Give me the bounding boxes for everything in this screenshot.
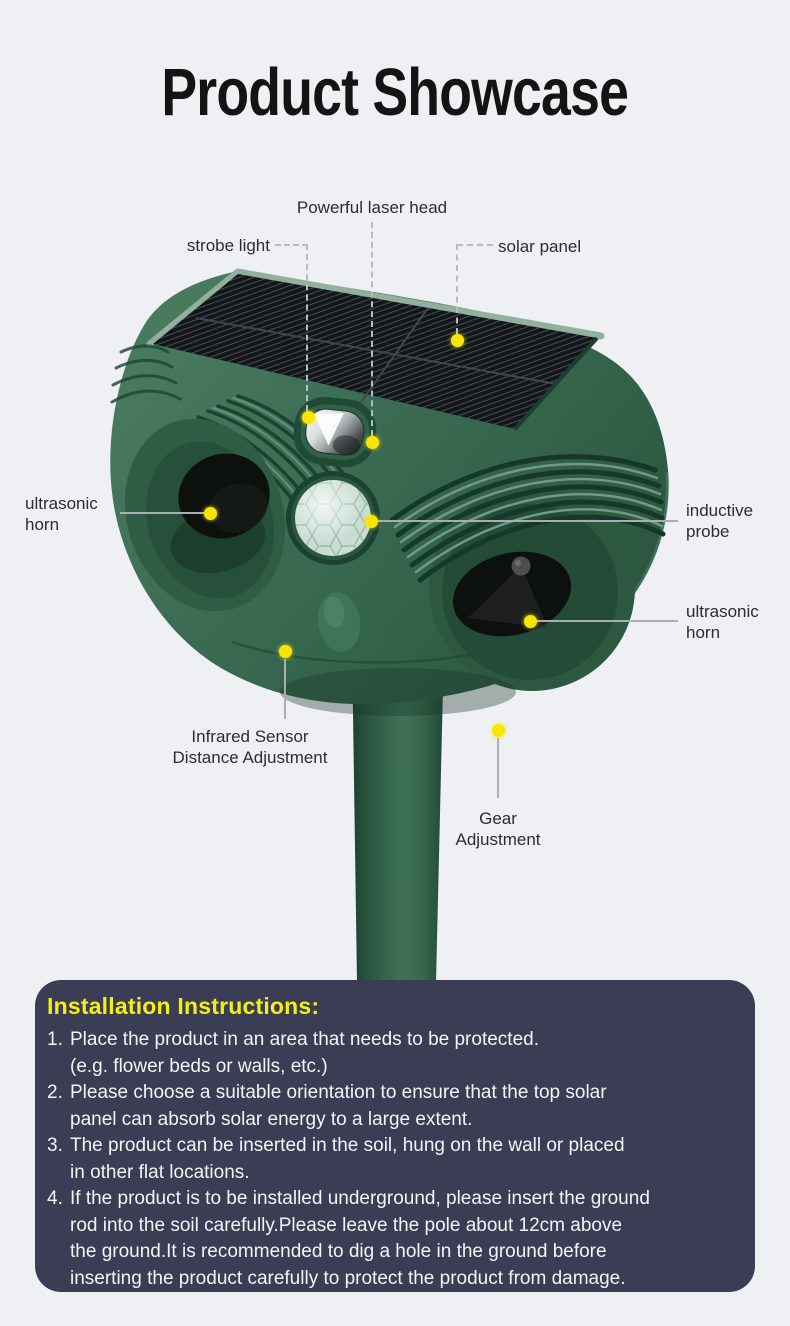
instruction-text: The product can be inserted in the soil,… (70, 1135, 625, 1183)
instruction-item-4: 4. If the product is to be installed und… (47, 1186, 741, 1292)
device-pole (352, 645, 444, 982)
left-edge-ridges (110, 344, 182, 404)
chin-crease (231, 640, 516, 664)
leader-line-horn-left (120, 512, 206, 514)
inductive-probe-part (286, 471, 380, 565)
nose-bump (317, 592, 361, 652)
callout-dot-horn-right (523, 614, 537, 628)
leader-line-gear (497, 738, 499, 798)
page-title: Product Showcase (0, 55, 790, 130)
callout-dot-infrared (278, 644, 292, 658)
label-solar-panel: solar panel (498, 237, 582, 256)
right-eyebrow-ridges (389, 454, 666, 583)
label-infrared-sensor-adjustment: Infrared Sensor Distance Adjustment (172, 727, 328, 767)
instruction-number: 4. (47, 1188, 63, 1209)
chin-shadow (280, 668, 516, 716)
instruction-text: Please choose a suitable orientation to … (70, 1082, 607, 1130)
instructions-list: 1. Place the product in an area that nee… (47, 1027, 741, 1292)
callout-dot-solar (450, 333, 464, 347)
leader-line-solar-v (456, 244, 458, 334)
instruction-number: 1. (47, 1029, 63, 1050)
instruction-item-1: 1. Place the product in an area that nee… (47, 1027, 741, 1080)
instruction-text: Place the product in an area that needs … (70, 1029, 539, 1077)
instruction-item-2: 2. Please choose a suitable orientation … (47, 1080, 741, 1133)
ultrasonic-horn-right-cone (452, 551, 572, 637)
installation-instructions-panel: Installation Instructions: 1. Place the … (35, 980, 755, 1292)
leader-line-strobe-v (306, 244, 308, 411)
label-ultrasonic-horn-left: ultrasonic horn (25, 494, 98, 534)
instruction-text: If the product is to be installed underg… (70, 1188, 650, 1289)
label-gear-adjustment: Gear Adjustment (455, 809, 541, 849)
leader-line-infrared (284, 659, 286, 719)
label-powerful-laser-head: Powerful laser head (296, 198, 448, 217)
callout-dot-gear (491, 723, 505, 737)
leader-line-solar-h (457, 244, 493, 246)
callout-dot-probe (364, 514, 378, 528)
label-strobe-light: strobe light (186, 236, 270, 255)
leader-line-probe (377, 520, 678, 522)
solar-panel-part (146, 268, 605, 431)
instruction-number: 2. (47, 1082, 63, 1103)
label-inductive-probe: inductive probe (686, 501, 754, 541)
leader-line-laser (371, 222, 373, 436)
page-title-text: Product Showcase (161, 55, 630, 130)
callout-dot-laser (365, 435, 379, 449)
leader-line-horn-right (536, 620, 678, 622)
leader-line-strobe-h (275, 244, 308, 246)
instruction-item-3: 3. The product can be inserted in the so… (47, 1133, 741, 1186)
callout-dot-horn-left (203, 506, 217, 520)
callout-dot-strobe (301, 410, 315, 424)
instructions-title: Installation Instructions: (47, 993, 320, 1019)
instruction-number: 3. (47, 1135, 63, 1156)
label-ultrasonic-horn-right: ultrasonic horn (686, 602, 759, 642)
